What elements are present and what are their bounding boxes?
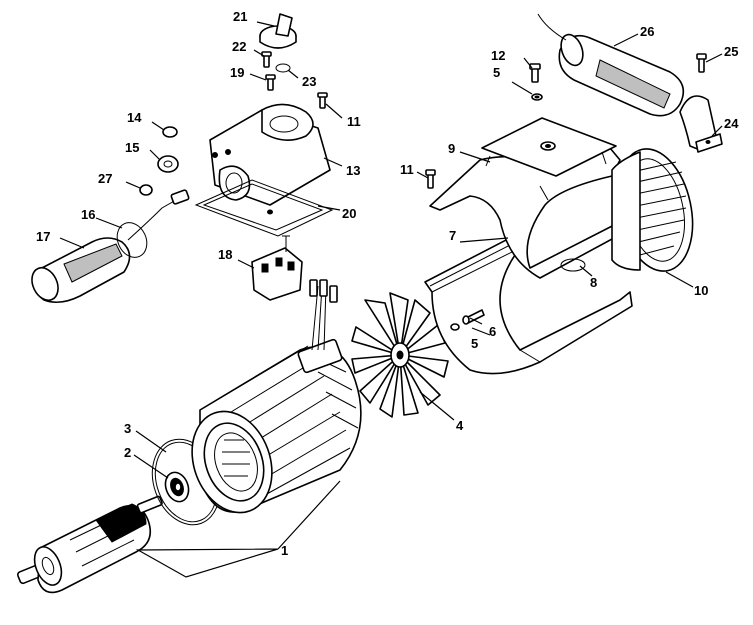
callout-17: 17 bbox=[36, 229, 50, 244]
upper-shroud bbox=[429, 117, 626, 279]
callout-11-upper: 11 bbox=[347, 114, 361, 129]
switch-knob bbox=[259, 13, 297, 49]
screw-knob bbox=[261, 51, 328, 109]
callout-7: 7 bbox=[449, 228, 456, 243]
rotor-shaft bbox=[16, 495, 163, 594]
callout-labels: 1 2 3 4 5 5 6 7 8 9 10 11 11 12 13 14 15… bbox=[36, 9, 739, 558]
callout-5-lower: 5 bbox=[471, 336, 478, 351]
stator-housing bbox=[191, 279, 362, 514]
callout-8: 8 bbox=[590, 275, 597, 290]
callout-6: 6 bbox=[489, 324, 496, 339]
callout-26: 26 bbox=[640, 24, 654, 39]
callout-9: 9 bbox=[448, 141, 455, 156]
callout-22: 22 bbox=[232, 39, 246, 54]
screw-upper-right bbox=[425, 63, 543, 189]
callout-2: 2 bbox=[124, 445, 131, 460]
callout-23: 23 bbox=[302, 74, 316, 89]
leader-lines bbox=[59, 21, 723, 578]
callout-10: 10 bbox=[694, 283, 708, 298]
callout-13: 13 bbox=[346, 163, 360, 178]
callout-20: 20 bbox=[342, 206, 356, 221]
callout-21: 21 bbox=[233, 9, 247, 24]
callout-19: 19 bbox=[230, 65, 244, 80]
callout-5-upper: 5 bbox=[493, 65, 500, 80]
callout-14: 14 bbox=[127, 110, 142, 125]
callout-11-lower: 11 bbox=[400, 162, 414, 177]
callout-1: 1 bbox=[281, 543, 288, 558]
callout-4: 4 bbox=[456, 418, 464, 433]
callout-16: 16 bbox=[81, 207, 95, 222]
callout-12: 12 bbox=[491, 48, 505, 63]
screw-lower bbox=[450, 309, 485, 331]
terminal-block bbox=[251, 235, 303, 301]
callout-3: 3 bbox=[124, 421, 131, 436]
end-cap-grille bbox=[611, 148, 694, 272]
bearing bbox=[164, 471, 190, 503]
callout-18: 18 bbox=[218, 247, 232, 262]
gasket bbox=[194, 179, 334, 237]
capacitor-large bbox=[537, 13, 685, 117]
small-o-ring bbox=[560, 258, 586, 272]
callout-15: 15 bbox=[125, 140, 139, 155]
mounting-clamp bbox=[679, 53, 723, 153]
plug-bushings bbox=[139, 126, 179, 196]
callout-27: 27 bbox=[98, 171, 112, 186]
lower-shroud bbox=[424, 237, 633, 375]
callout-24: 24 bbox=[724, 116, 739, 131]
fan bbox=[351, 292, 449, 418]
terminal-box bbox=[209, 103, 331, 215]
callout-25: 25 bbox=[724, 44, 738, 59]
capacitor-small bbox=[31, 189, 190, 304]
